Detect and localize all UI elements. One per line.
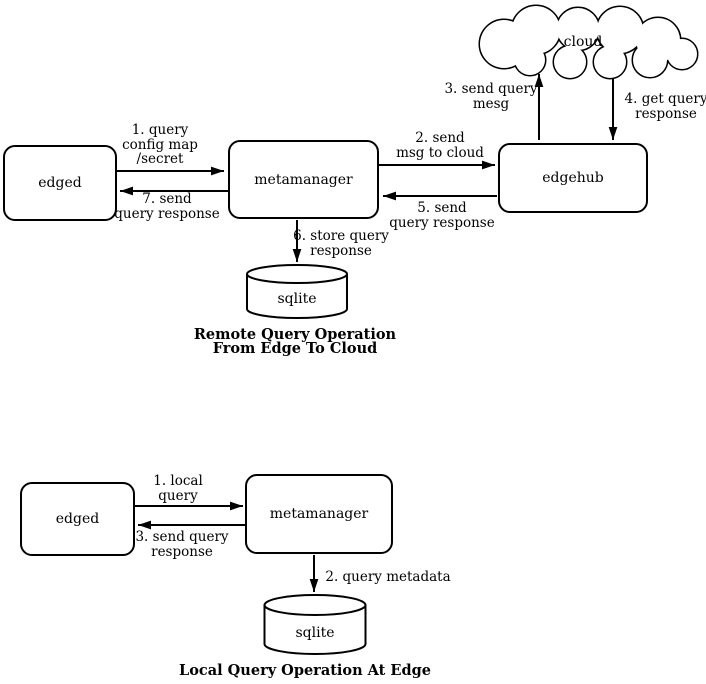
remote-sqlite-node: sqlite [246,264,348,319]
remote-step4-label: 4. get query response [624,91,706,122]
remote-step2-label: 2. send msg to cloud [396,130,484,161]
remote-sqlite-cylinder-top [246,264,348,284]
local-metamanager-label: metamanager [269,506,369,522]
local-sqlite-cylinder-body [263,605,367,655]
remote-sqlite-label: sqlite [277,291,316,307]
remote-edgehub-label: edgehub [542,170,604,186]
cloud-node: cloud [478,4,699,80]
local-sqlite-node: sqlite [263,594,367,655]
remote-sqlite-cylinder-body [246,274,348,319]
local-diagram-title: Local Query Operation At Edge [179,662,431,679]
remote-edgehub-node: edgehub [498,143,648,213]
local-step1-label: 1. local query [153,473,203,504]
local-sqlite-cylinder-top [263,594,367,616]
remote-metamanager-node: metamanager [228,140,379,219]
remote-step5-label: 5. send query response [389,200,495,231]
remote-metamanager-label: metamanager [254,171,353,188]
remote-diagram-title: Remote Query Operation From Edge To Clou… [193,326,397,357]
local-edged-label: edged [55,511,100,527]
local-sqlite-label: sqlite [295,625,334,641]
cloud-node-label: cloud [564,34,603,50]
remote-step3-label: 3. send query mesg [444,81,538,112]
remote-edged-node: edged [3,145,117,221]
local-step2-label: 2. query metadata [325,569,451,585]
local-metamanager-node: metamanager [245,474,393,554]
remote-step6-label: 6. store query response [293,228,389,259]
remote-edged-label: edged [38,175,82,191]
local-step3-label: 3. send query response [135,529,229,560]
remote-step7-label: 7. send query response [114,191,220,222]
remote-step1-label: 1. query config map /secret [122,122,198,167]
local-edged-node: edged [20,482,135,556]
